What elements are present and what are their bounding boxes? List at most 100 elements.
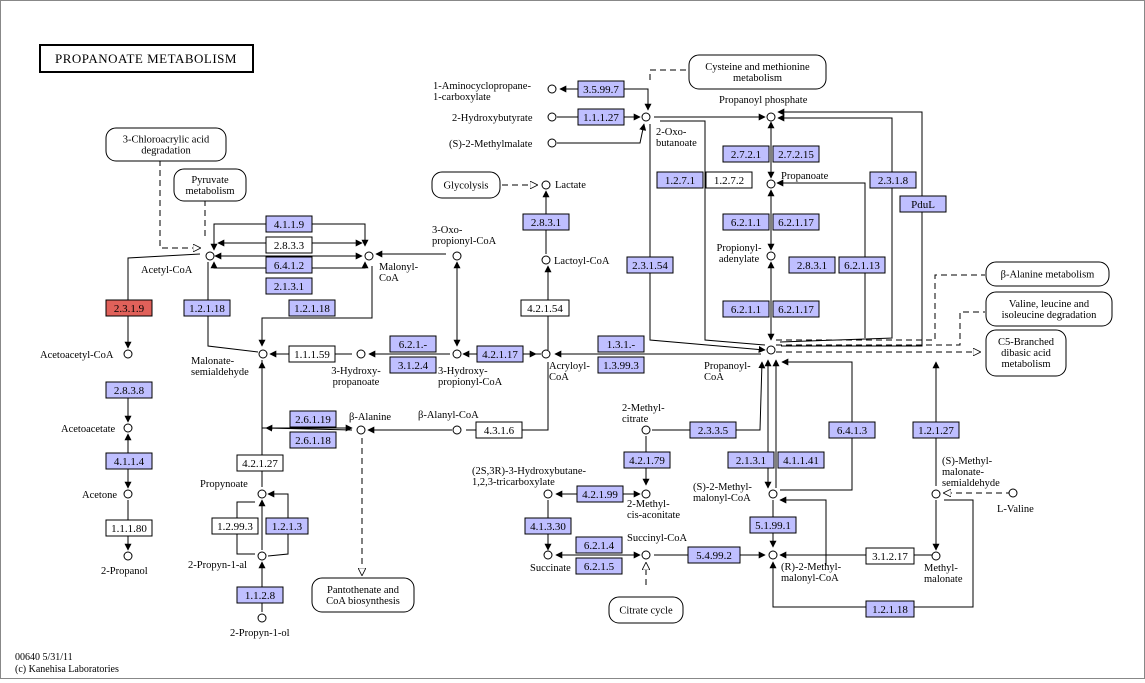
map-link-frame[interactable] [985,291,1113,327]
enzyme-box-frame[interactable] [899,195,947,213]
enzyme-box-1-1-1-59[interactable]: 1.1.1.59 [288,345,336,363]
enzyme-box-frame[interactable] [597,356,645,374]
enzyme-box-6-2-1-5[interactable]: 6.2.1.5 [575,557,623,575]
enzyme-box-frame[interactable] [576,485,624,503]
map-link-frame[interactable] [985,329,1067,377]
enzyme-box-frame[interactable] [687,546,741,564]
map-link-frame[interactable] [431,171,501,199]
enzyme-box-frame[interactable] [597,335,645,353]
enzyme-box-2-8-3-3[interactable]: 2.8.3.3 [265,236,313,254]
compound-node[interactable] [1008,488,1018,498]
enzyme-box-2-6-1-19[interactable]: 2.6.1.19 [289,410,337,428]
enzyme-box-frame[interactable] [265,236,313,254]
enzyme-box-frame[interactable] [722,145,770,163]
enzyme-box-frame[interactable] [749,516,797,534]
compound-node[interactable] [766,345,776,355]
enzyme-box-frame[interactable] [288,299,336,317]
enzyme-box-2-3-3-5[interactable]: 2.3.3.5 [689,421,737,439]
compound-node[interactable] [258,349,268,359]
enzyme-box-frame[interactable] [236,586,284,604]
enzyme-box-frame[interactable] [265,277,313,295]
enzyme-box-6-2-1-13[interactable]: 6.2.1.13 [838,256,886,274]
enzyme-box-3-5-99-7[interactable]: 3.5.99.7 [577,80,625,98]
enzyme-box-6-4-1-2[interactable]: 6.4.1.2 [265,256,313,274]
compound-node[interactable] [547,138,557,148]
enzyme-box-frame[interactable] [289,431,337,449]
compound-node[interactable] [257,613,267,623]
enzyme-box-frame[interactable] [289,410,337,428]
map-link-frame[interactable] [105,127,227,162]
compound-node[interactable] [641,550,651,560]
compound-node[interactable] [541,255,551,265]
enzyme-box-2-1-3-1-a[interactable]: 2.1.3.1 [265,277,313,295]
compound-node[interactable] [547,84,557,94]
enzyme-box-frame[interactable] [656,171,704,189]
enzyme-box-1-2-7-1[interactable]: 1.2.7.1 [656,171,704,189]
compound-node[interactable] [356,425,366,435]
enzyme-box-1-2-1-18-b[interactable]: 1.2.1.18 [288,299,336,317]
enzyme-box-2-7-2-1[interactable]: 2.7.2.1 [722,145,770,163]
compound-node[interactable] [205,251,215,261]
citrate-cycle-map-link[interactable]: Citrate cycle [608,596,684,624]
compound-node[interactable] [123,489,133,499]
enzyme-box-frame[interactable] [520,299,570,317]
enzyme-box-4-2-1-54[interactable]: 4.2.1.54 [520,299,570,317]
enzyme-box-2-8-3-8[interactable]: 2.8.3.8 [105,381,153,399]
enzyme-box-1-2-1-3[interactable]: 1.2.1.3 [265,517,309,535]
enzyme-box-4-1-1-9[interactable]: 4.1.1.9 [265,215,313,233]
map-link-frame[interactable] [688,54,827,90]
enzyme-box-2-3-1-9[interactable]: 2.3.1.9 [105,299,153,317]
enzyme-box-4-2-1-27[interactable]: 4.2.1.27 [236,454,284,472]
enzyme-box-1-1-2-8[interactable]: 1.1.2.8 [236,586,284,604]
enzyme-box-1-2-1-18-a[interactable]: 1.2.1.18 [183,299,231,317]
enzyme-box-6-2-1-dash[interactable]: 6.2.1.- [389,335,437,353]
enzyme-box-frame[interactable] [183,299,231,317]
enzyme-box-2-8-3-1-a[interactable]: 2.8.3.1 [788,256,836,274]
enzyme-box-frame[interactable] [575,557,623,575]
compound-node[interactable] [768,489,778,499]
enzyme-box-1-1-1-80[interactable]: 1.1.1.80 [105,519,153,537]
map-link-frame[interactable] [985,261,1110,287]
enzyme-box-frame[interactable] [577,108,625,126]
enzyme-box-4-1-1-41[interactable]: 4.1.1.41 [777,451,825,469]
enzyme-box-frame[interactable] [705,171,753,189]
enzyme-box-frame[interactable] [476,345,524,363]
enzyme-box-6-2-1-1-b[interactable]: 6.2.1.1 [722,300,770,318]
enzyme-box-frame[interactable] [722,300,770,318]
enzyme-box-6-2-1-4[interactable]: 6.2.1.4 [575,536,623,554]
compound-node[interactable] [931,489,941,499]
compound-node[interactable] [547,112,557,122]
compound-node[interactable] [123,423,133,433]
enzyme-box-2-8-3-1-b[interactable]: 2.8.3.1 [522,213,570,231]
enzyme-box-frame[interactable] [265,517,309,535]
map-link-frame[interactable] [173,168,247,202]
enzyme-box-frame[interactable] [575,536,623,554]
enzyme-box-2-1-3-1-b[interactable]: 2.1.3.1 [727,451,775,469]
enzyme-box-frame[interactable] [105,299,153,317]
enzyme-box-frame[interactable] [236,454,284,472]
enzyme-box-1-1-1-27[interactable]: 1.1.1.27 [577,108,625,126]
compound-node[interactable] [766,179,776,189]
enzyme-box-2-7-2-15[interactable]: 2.7.2.15 [772,145,820,163]
enzyme-box-frame[interactable] [522,213,570,231]
enzyme-box-4-1-1-4[interactable]: 4.1.1.4 [105,452,153,470]
enzyme-box-1-3-99-3[interactable]: 1.3.99.3 [597,356,645,374]
enzyme-box-1-2-1-18-c[interactable]: 1.2.1.18 [865,600,915,618]
enzyme-box-frame[interactable] [865,600,915,618]
compound-node[interactable] [931,551,941,561]
enzyme-box-frame[interactable] [265,256,313,274]
enzyme-box-frame[interactable] [105,452,153,470]
compound-node[interactable] [641,489,651,499]
enzyme-box-6-2-1-17-a[interactable]: 6.2.1.17 [772,213,820,231]
compound-node[interactable] [543,550,553,560]
compound-node[interactable] [257,551,267,561]
compound-node[interactable] [541,349,551,359]
enzyme-box-frame[interactable] [389,356,437,374]
enzyme-box-frame[interactable] [838,256,886,274]
enzyme-box-frame[interactable] [475,421,523,439]
